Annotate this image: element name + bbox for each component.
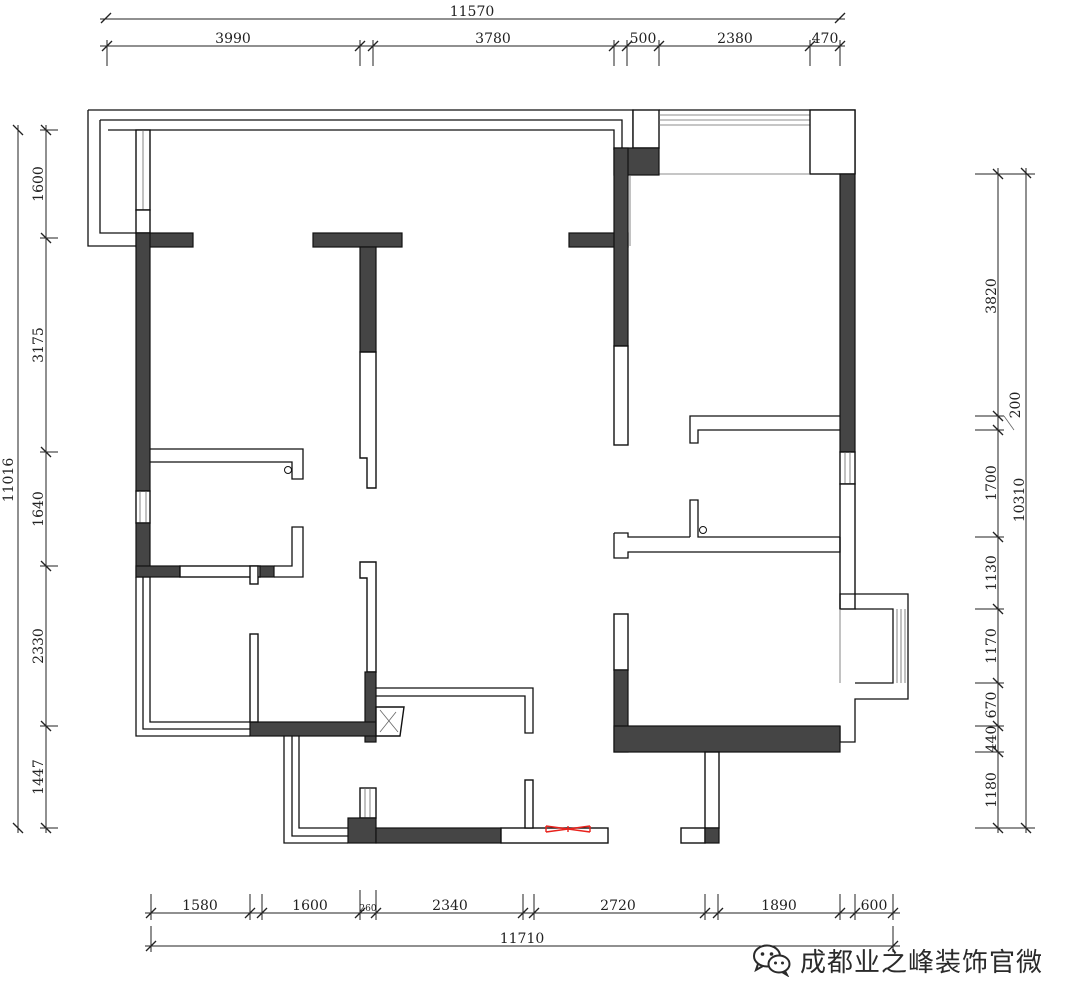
dim-top-seg-5: 470 (812, 31, 839, 47)
dim-right-seg-2: 200 (1008, 392, 1024, 419)
dim-bottom-seg-1: 1580 (182, 898, 218, 914)
bottom-dimensions: 1580 1600 260 2340 2720 1890 600 11710 (145, 890, 900, 952)
dim-bottom-total: 11710 (500, 931, 545, 947)
dim-top-total: 11570 (450, 4, 495, 20)
dim-right-seg-8: 1180 (984, 772, 1000, 808)
left-dimensions: 11016 1600 3175 1640 2330 1447 (1, 124, 58, 834)
dim-bottom-seg-2: 1600 (292, 898, 328, 914)
dim-top-seg-4: 2380 (717, 31, 753, 47)
dim-left-seg-4: 2330 (31, 628, 47, 664)
watermark: 成都业之峰装饰官微 (752, 940, 1043, 980)
dim-top-seg-1: 3990 (215, 31, 251, 47)
dim-left-seg-1: 1600 (31, 166, 47, 202)
dim-bottom-seg-5: 2720 (600, 898, 636, 914)
dim-bottom-seg-3: 260 (359, 904, 376, 914)
dim-bottom-seg-7: 600 (861, 898, 888, 914)
dim-left-seg-3: 1640 (31, 491, 47, 527)
dim-left-seg-2: 3175 (31, 327, 47, 363)
right-dimensions: 10310 3820 200 1700 1130 1170 670 440 11… (975, 167, 1035, 834)
dim-right-seg-1: 3820 (984, 278, 1000, 314)
dim-left-total: 11016 (1, 458, 17, 503)
wechat-icon (753, 944, 791, 977)
dim-right-seg-5: 1170 (984, 628, 1000, 664)
dim-left-seg-5: 1447 (31, 759, 47, 795)
top-dimensions: 11570 3990 3780 500 2380 470 (100, 4, 846, 66)
dim-top-seg-3: 500 (630, 31, 657, 47)
dim-bottom-seg-4: 2340 (432, 898, 468, 914)
dim-bottom-seg-6: 1890 (761, 898, 797, 914)
watermark-text: 成都业之峰装饰官微 (800, 947, 1044, 978)
dim-right-seg-4: 1130 (984, 555, 1000, 591)
walls (87, 109, 909, 844)
dim-right-seg-6: 670 (984, 692, 1000, 719)
dim-right-seg-3: 1700 (984, 465, 1000, 501)
dim-right-total: 10310 (1012, 478, 1028, 523)
dim-right-seg-7: 440 (984, 726, 1000, 753)
dim-top-seg-2: 3780 (475, 31, 511, 47)
red-marker (545, 825, 591, 833)
